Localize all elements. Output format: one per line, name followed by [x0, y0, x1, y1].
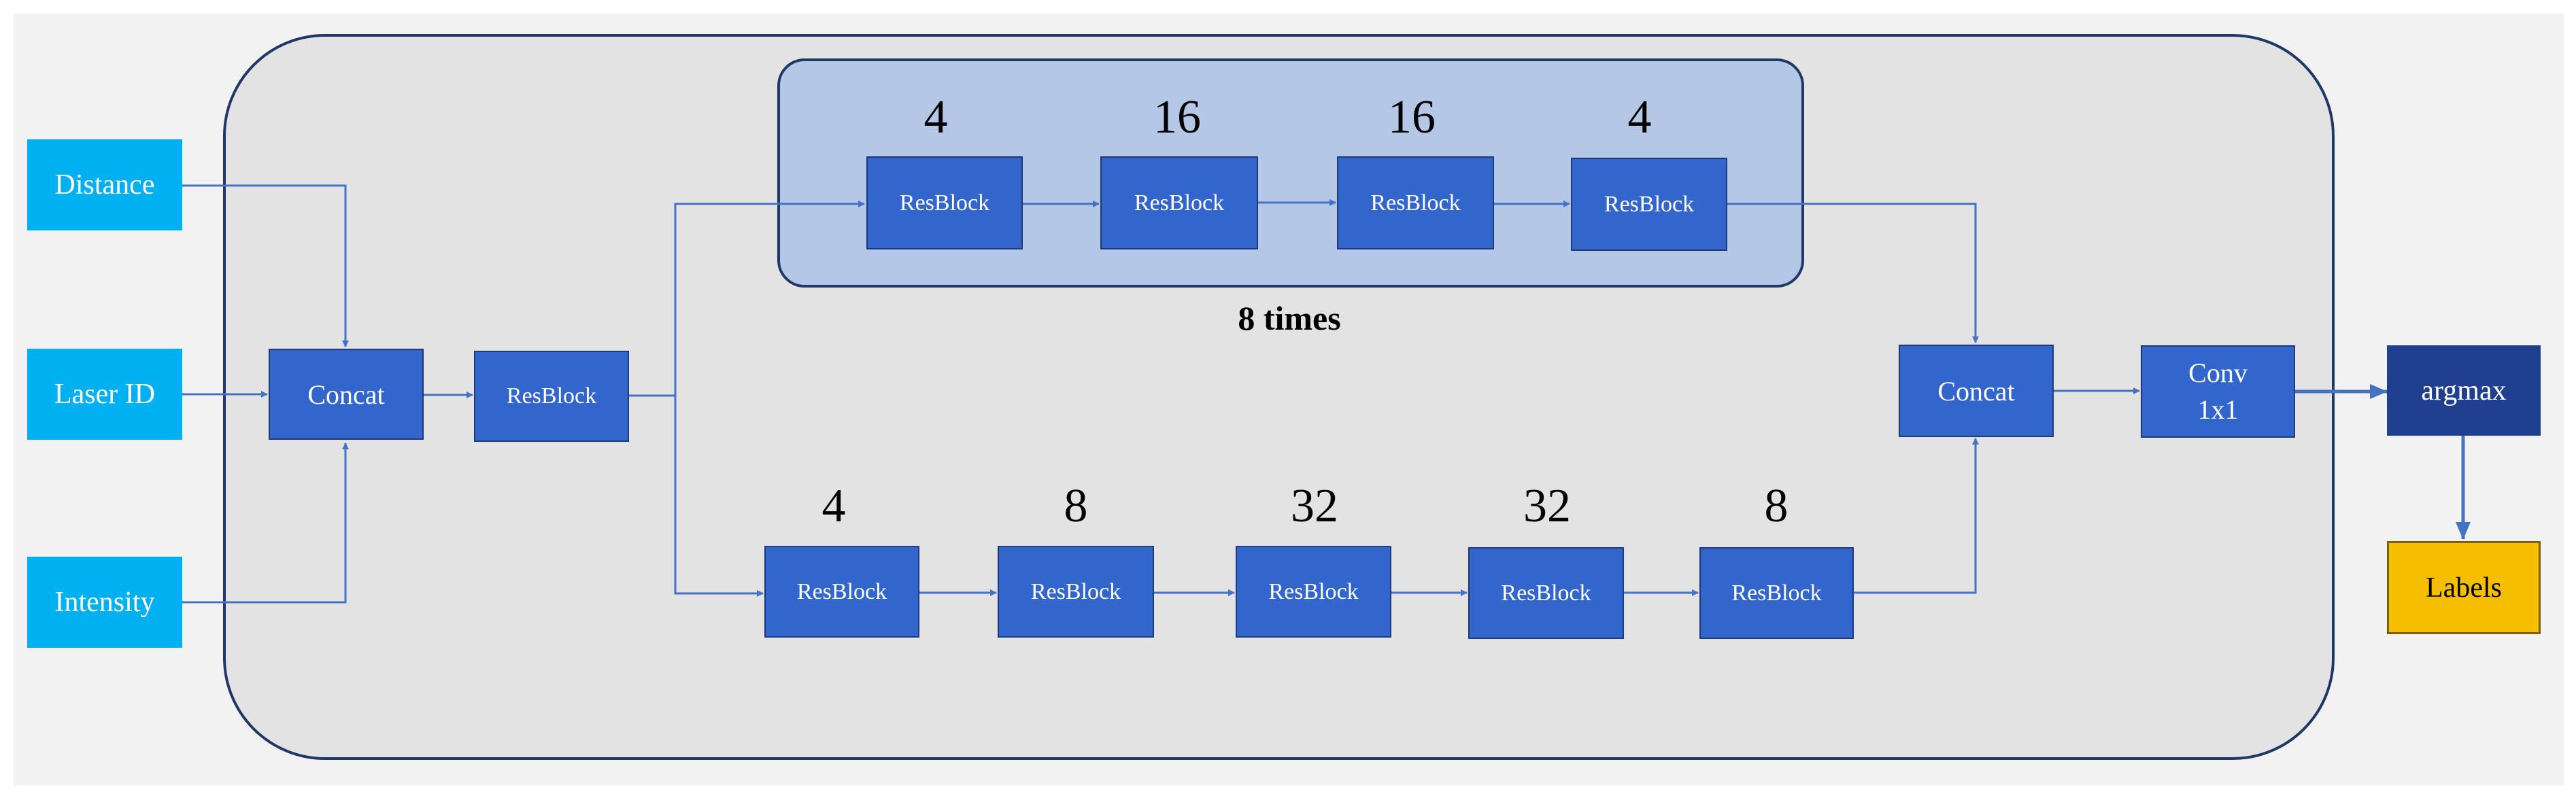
bottom-channel-count-2: 8 — [1064, 480, 1088, 532]
top-resblock-1: ResBlock — [866, 156, 1023, 249]
top-resblock-4: ResBlock — [1571, 158, 1727, 251]
top-channel-count-3: 16 — [1388, 91, 1436, 143]
bottom-resblock-2: ResBlock — [998, 546, 1154, 638]
resblock-stem: ResBlock — [474, 351, 629, 442]
top-channel-count-1: 4 — [923, 91, 948, 143]
top-resblock-2: ResBlock — [1100, 156, 1258, 249]
arrow-bottom-to-concat — [1854, 438, 1979, 594]
bottom-channel-count-4: 32 — [1523, 480, 1571, 532]
top-channel-count-4: 4 — [1627, 91, 1652, 143]
arrow-top-to-concat — [1727, 203, 1979, 343]
input-intensity: Intensity — [27, 557, 182, 648]
top-resblock-3: ResBlock — [1337, 156, 1494, 249]
bottom-resblock-1: ResBlock — [764, 546, 919, 638]
labels-output: Labels — [2387, 541, 2541, 634]
concat-merge-block: Concat — [1899, 345, 2054, 437]
argmax-block: argmax — [2387, 345, 2541, 436]
bottom-resblock-4: ResBlock — [1468, 547, 1624, 639]
arrow-split-to-bottom — [674, 396, 764, 597]
loop-caption: 8 times — [1238, 299, 1341, 337]
concat-input-block: Concat — [269, 349, 424, 440]
conv-1x1-block: Conv 1x1 — [2141, 345, 2295, 438]
bottom-resblock-3: ResBlock — [1236, 546, 1391, 638]
arrow-distance-to-concat — [182, 184, 349, 347]
input-distance: Distance — [27, 139, 182, 230]
arrow-intensity-to-concat — [182, 443, 349, 604]
bottom-channel-count-5: 8 — [1764, 480, 1789, 532]
bottom-channel-count-3: 32 — [1291, 480, 1338, 532]
bottom-channel-count-1: 4 — [821, 480, 846, 532]
bottom-resblock-5: ResBlock — [1699, 547, 1854, 639]
top-channel-count-2: 16 — [1153, 91, 1201, 143]
arrow-split-to-top — [674, 201, 865, 396]
input-laser-id: Laser ID — [27, 349, 182, 440]
